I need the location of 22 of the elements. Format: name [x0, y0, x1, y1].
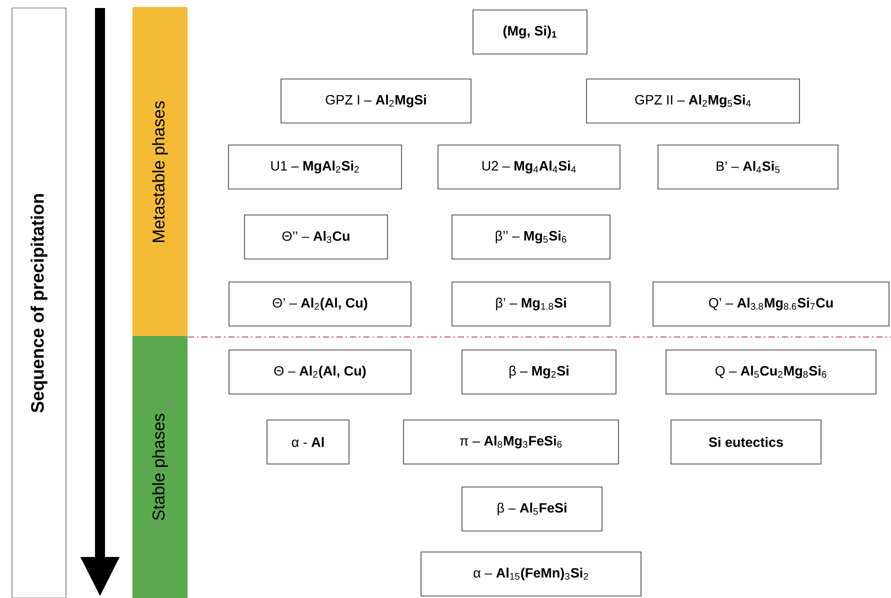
phase-box: Q’ – Al$_{3.8}$Mg$_{8.6}$Si$_{7}$Cu — [652, 282, 890, 326]
phase-box: Q – Al$_{5}$Cu$_{2}$Mg$_{8}$Si$_{6}$ — [666, 350, 876, 394]
phase-box: π – Al$_{8}$Mg$_{3}$FeSi$_{6}$ — [403, 420, 619, 464]
phase-box: Θ’ – Al$_{2}$(Al, Cu) — [228, 282, 412, 326]
seq-label-box: Sequence of precipitation — [12, 8, 66, 598]
phase-box: α - Al — [266, 420, 350, 464]
phase-box: U1 – MgAl$_{2}$Si$_{2}$ — [228, 144, 402, 190]
phase-box: Θ – Al$_{2}$(Al, Cu) — [228, 350, 412, 394]
phase-box: GPZ I – Al$_{2}$MgSi — [280, 78, 472, 124]
phase-box: U2 – Mg$_{4}$Al$_{4}$Si$_{4}$ — [438, 144, 620, 190]
phase-box: β – Al$_{5}$FeSi — [462, 486, 602, 532]
phase-box: β’ – Mg$_{1.8}$Si — [452, 282, 610, 326]
phase-box: β’’ – Mg$_{5}$Si$_{6}$ — [452, 214, 610, 260]
phase-box: Si eutectics — [670, 420, 822, 464]
phase-box: Θ’’ – Al$_{3}$Cu — [244, 214, 388, 260]
phase-box: α – Al$_{15}$(FeMn)$_{3}$Si$_{2}$ — [420, 552, 642, 596]
phase-box: B’ – Al$_{4}$Si$_{5}$ — [658, 144, 838, 190]
phase-band: Metastable phases — [132, 7, 188, 337]
phase-box: GPZ II – Al$_{2}$Mg$_{5}$Si$_{4}$ — [586, 78, 800, 124]
phase-box: β – Mg$_{2}$Si — [462, 350, 616, 394]
phase-band: Stable phases — [132, 336, 188, 598]
phase-box: (Mg, Si)$_{1}$ — [472, 10, 588, 54]
